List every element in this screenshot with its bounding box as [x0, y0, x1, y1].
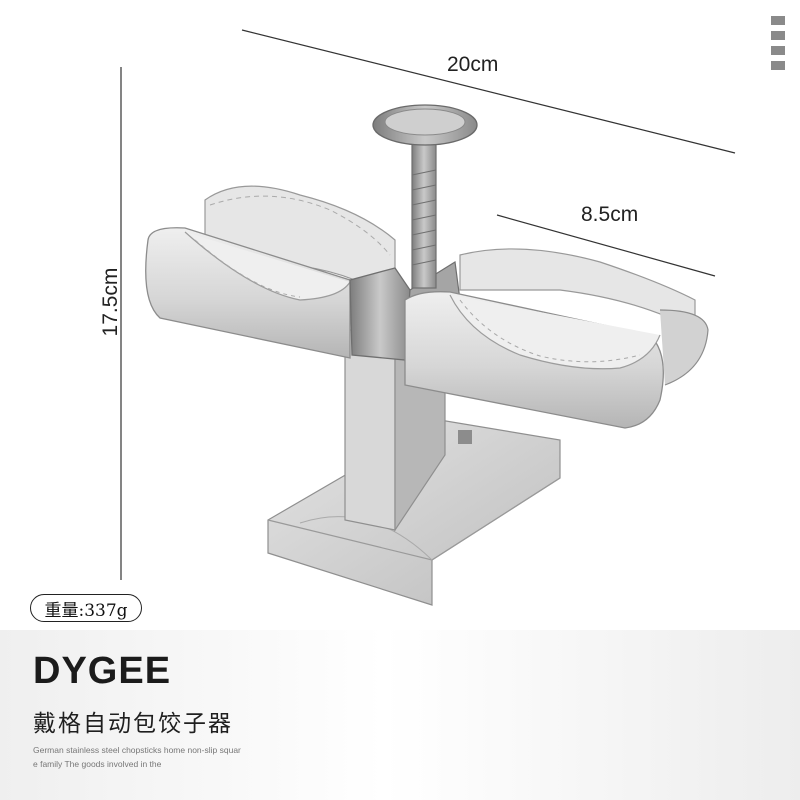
depth-dimension-line — [496, 214, 716, 277]
product-scene: 20cm 8.5cm 17.5cm 重量:337g — [30, 16, 785, 622]
product-name: 戴格自动包饺子器 — [33, 711, 233, 737]
tagline-text: German stainless steel chopsticks home n… — [33, 745, 241, 769]
dumpling-maker-image — [120, 29, 736, 606]
depth-dimension-label: 8.5cm — [581, 203, 639, 226]
brand-title: DYGEE — [33, 650, 172, 692]
footer-banner: DYGEE 戴格自动包饺子器 German stainless steel ch… — [0, 630, 800, 800]
threaded-rod — [411, 139, 437, 289]
left-mold-cylinder — [145, 227, 351, 359]
metal-bracket — [349, 267, 411, 361]
width-dimension-line — [241, 29, 736, 154]
stand-column — [344, 329, 396, 531]
menu-dots-icon[interactable] — [771, 16, 785, 74]
height-dimension-label: 17.5cm — [99, 267, 122, 337]
width-dimension-label: 20cm — [447, 53, 499, 76]
weight-badge: 重量:337g — [30, 594, 142, 622]
